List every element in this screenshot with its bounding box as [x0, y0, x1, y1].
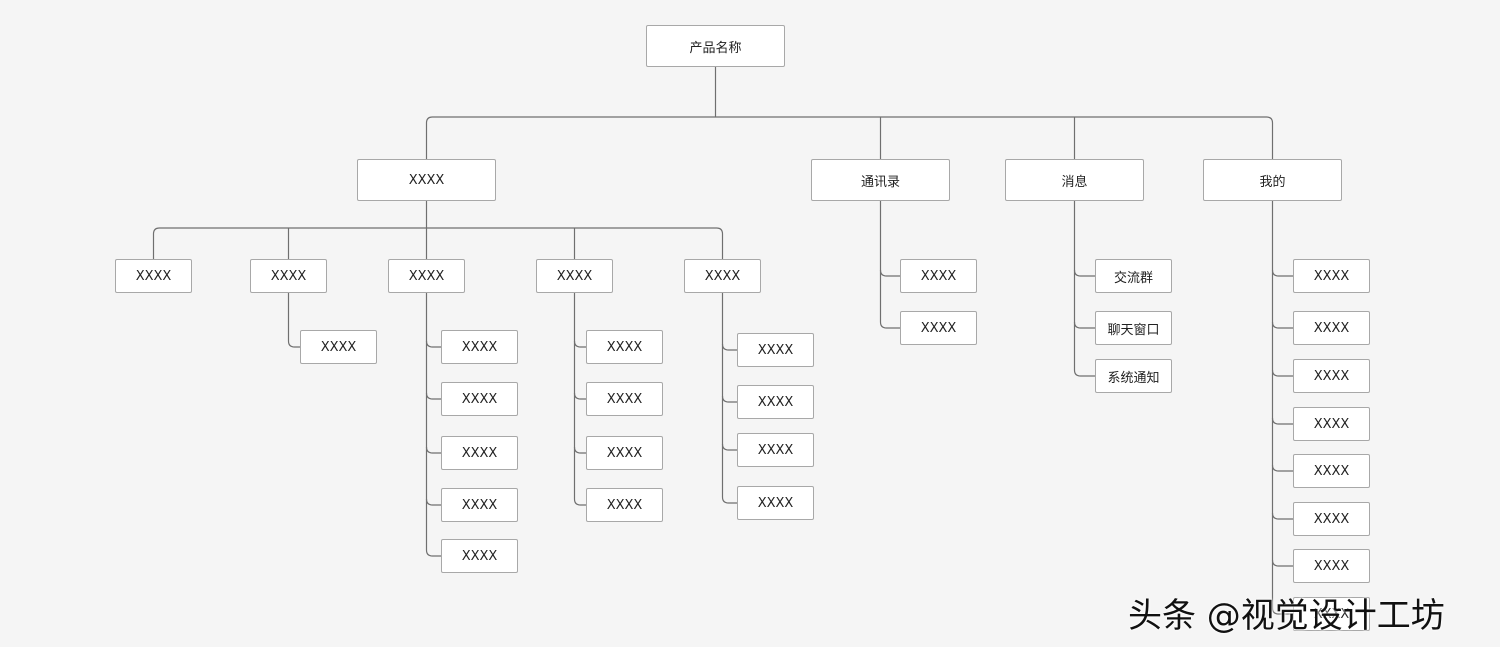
sub-node: XXXX [115, 259, 192, 293]
leaf-node: XXXX [586, 436, 663, 470]
connector-spine [1073, 321, 1095, 329]
leaf-node: XXXX [737, 486, 814, 520]
connector-spine [425, 340, 441, 348]
connector-spine [573, 446, 586, 454]
connector-branch-children [152, 227, 724, 235]
leaf-node-chat-window: 聊天窗口 [1095, 311, 1172, 345]
connector-spine [721, 443, 737, 451]
leaf-node: XXXX [586, 382, 663, 416]
leaf-node-system-notice: 系统通知 [1095, 359, 1172, 393]
connector-spine [425, 392, 441, 400]
leaf-node: XXXX [900, 259, 977, 293]
connector-spine [425, 498, 441, 506]
sub-node: XXXX [388, 259, 465, 293]
leaf-node: XXXX [441, 382, 518, 416]
leaf-node: XXXX [300, 330, 377, 364]
connector-spine [879, 269, 900, 277]
connector-spine [573, 340, 586, 348]
connector-spine [1271, 369, 1293, 377]
leaf-node: XXXX [737, 333, 814, 367]
leaf-node: XXXX [1293, 454, 1370, 488]
leaf-node: XXXX [441, 330, 518, 364]
leaf-node: XXXX [737, 385, 814, 419]
leaf-node: XXXX [586, 488, 663, 522]
connector-spine [1271, 417, 1293, 425]
connector-spine [425, 446, 441, 454]
connector-spine [1073, 269, 1095, 277]
leaf-node: XXXX [1293, 502, 1370, 536]
connector-spine [425, 293, 441, 557]
leaf-node: XXXX [1293, 259, 1370, 293]
connector-spine [721, 293, 737, 504]
leaf-node-group-chat: 交流群 [1095, 259, 1172, 293]
leaf-node: XXXX [1293, 359, 1370, 393]
connector-spine [1271, 201, 1293, 615]
connector-spine [721, 343, 737, 351]
leaf-node: XXXX [1293, 311, 1370, 345]
branch-node-messages: 消息 [1005, 159, 1144, 201]
leaf-node: XXXX [441, 539, 518, 573]
leaf-node: XXXX [1293, 597, 1370, 631]
leaf-node: XXXX [586, 330, 663, 364]
leaf-node: XXXX [441, 488, 518, 522]
connector-spine [1271, 321, 1293, 329]
connector-spine [1271, 464, 1293, 472]
connector-spine [879, 201, 900, 329]
connector-spine [1271, 269, 1293, 277]
connector-spine [287, 293, 300, 348]
leaf-node: XXXX [1293, 549, 1370, 583]
leaf-node: XXXX [900, 311, 977, 345]
connector-spine [1073, 201, 1095, 377]
branch-node-me: 我的 [1203, 159, 1342, 201]
sub-node: XXXX [684, 259, 761, 293]
branch-node-contacts: 通讯录 [811, 159, 950, 201]
watermark-text: 头条 @视觉设计工坊 [1128, 596, 1445, 636]
leaf-node: XXXX [737, 433, 814, 467]
connector-spine [573, 293, 586, 506]
connector-spine [721, 395, 737, 403]
sub-node: XXXX [250, 259, 327, 293]
leaf-node: XXXX [441, 436, 518, 470]
branch-node-1: XXXX [357, 159, 496, 201]
connector-spine [1271, 559, 1293, 567]
root-node-product-name: 产品名称 [646, 25, 785, 67]
connector-root-branches [425, 116, 1274, 124]
connector-spine [573, 392, 586, 400]
connector-spine [1271, 512, 1293, 520]
leaf-node: XXXX [1293, 407, 1370, 441]
sub-node: XXXX [536, 259, 613, 293]
